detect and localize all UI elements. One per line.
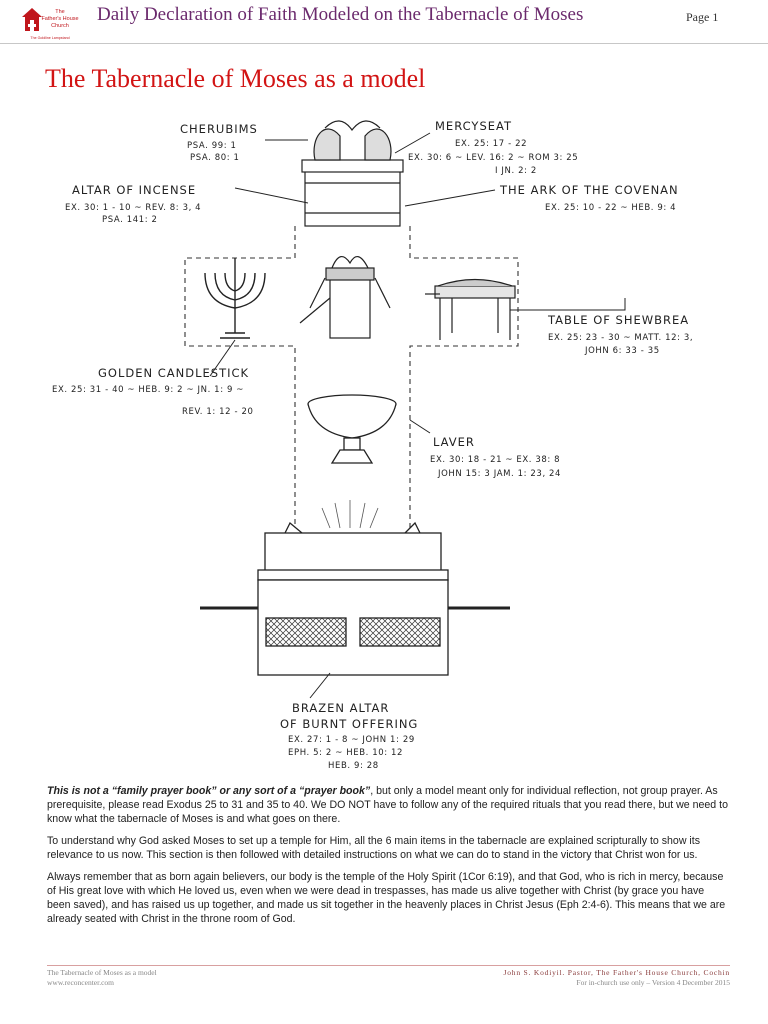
paragraph-1: This is not a “family prayer book” or an… xyxy=(47,784,730,826)
cherubims-label: CHERUBIMS xyxy=(180,122,258,136)
ark-ref-1: EX. 25: 10 - 22 ~ HEB. 9: 4 xyxy=(545,203,676,213)
altar-of-incense-illustration xyxy=(299,256,391,339)
golden-candlestick-illustration xyxy=(204,258,266,339)
church-logo: The Father's House Church The Goldline L… xyxy=(20,5,80,43)
cherubims-ref-1: PSA. 99: 1 xyxy=(187,141,237,151)
mercyseat-ref-2: EX. 30: 6 ~ LEV. 16: 2 ~ ROM 3: 25 xyxy=(408,153,578,163)
altar-of-incense-label: ALTAR OF INCENSE xyxy=(72,183,196,197)
altar-of-incense-ref-2: PSA. 141: 2 xyxy=(102,215,158,225)
footer-author: John S. Kodiyil. Pastor, The Father's Ho… xyxy=(503,968,730,977)
brazen-altar-label: BRAZEN ALTAR xyxy=(292,701,389,715)
altar-of-incense-ref-1: EX. 30: 1 - 10 ~ REV. 8: 3, 4 xyxy=(65,203,201,213)
logo-text-1: The xyxy=(55,9,64,15)
footer-divider xyxy=(47,965,730,966)
paragraph-2: To understand why God asked Moses to set… xyxy=(47,835,701,861)
laver-ref-2: JOHN 15: 3 JAM. 1: 23, 24 xyxy=(437,469,561,479)
header-divider xyxy=(0,43,768,44)
laver-illustration xyxy=(307,394,397,464)
brazen-altar-ref-1: EX. 27: 1 - 8 ~ JOHN 1: 29 xyxy=(288,735,415,745)
laver-label: LAVER xyxy=(433,435,475,449)
brazen-altar-ref-3: HEB. 9: 28 xyxy=(328,761,379,771)
candlestick-ref-2: REV. 1: 12 - 20 xyxy=(182,407,253,417)
mercyseat-label: MERCYSEAT xyxy=(435,119,512,133)
brazen-altar-ref-2: EPH. 5: 2 ~ HEB. 10: 12 xyxy=(288,748,403,758)
table-ref-2: JOHN 6: 33 - 35 xyxy=(584,346,660,356)
footer-doc-title: The Tabernacle of Moses as a model xyxy=(47,968,157,977)
table-of-shewbread-illustration xyxy=(425,278,516,340)
body-text: This is not a “family prayer book” or an… xyxy=(47,784,730,934)
tabernacle-diagram: CHERUBIMS PSA. 99: 1 PSA. 80: 1 MERCYSEA… xyxy=(40,108,740,773)
page-number: Page 1 xyxy=(686,10,719,24)
ark-label: THE ARK OF THE COVENAN xyxy=(499,183,679,197)
disclaimer-bold: This is not a “family prayer book” or an… xyxy=(47,785,371,797)
table-of-shewbread-label: TABLE OF SHEWBREA xyxy=(547,313,689,327)
tabernacle-outline xyxy=(184,226,519,528)
header-title: Daily Declaration of Faith Modeled on th… xyxy=(97,4,584,25)
table-ref-1: EX. 25: 23 - 30 ~ MATT. 12: 3, xyxy=(548,333,693,343)
mercyseat-ref-3: I JN. 2: 2 xyxy=(495,166,537,176)
paragraph-1-rest: , but only a model meant only for indivi… xyxy=(47,785,728,825)
candlestick-ref-1: EX. 25: 31 - 40 ~ HEB. 9: 2 ~ JN. 1: 9 ~ xyxy=(52,385,244,395)
golden-candlestick-label: GOLDEN CANDLESTICK xyxy=(98,366,249,380)
brazen-altar-illustration xyxy=(200,500,510,676)
mercyseat-ref-1: EX. 25: 17 - 22 xyxy=(455,139,527,149)
laver-ref-1: EX. 30: 18 - 21 ~ EX. 38: 8 xyxy=(430,455,560,465)
logo-text-2: Father's House xyxy=(41,16,78,22)
footer-website: www.reconcenter.com xyxy=(47,978,114,987)
burnt-offering-label: OF BURNT OFFERING xyxy=(280,717,418,731)
footer-version: For in-church use only – Version 4 Decem… xyxy=(576,978,730,987)
cherubims-ref-2: PSA. 80: 1 xyxy=(190,153,240,163)
logo-tagline: The Goldline Lampstand xyxy=(30,36,69,40)
ark-of-covenant-illustration xyxy=(301,120,404,227)
document-title: The Tabernacle of Moses as a model xyxy=(45,64,426,93)
paragraph-3: Always remember that as born again belie… xyxy=(47,871,726,925)
logo-text-3: Church xyxy=(51,23,69,29)
